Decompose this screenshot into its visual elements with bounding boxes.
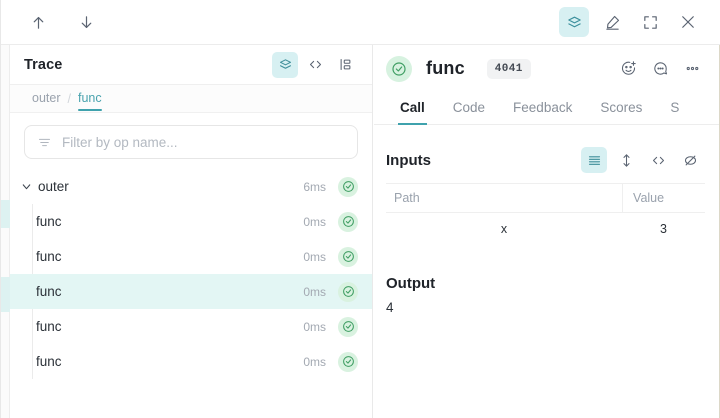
gutter-selection-marker xyxy=(1,277,10,312)
status-success-icon xyxy=(338,351,358,372)
tree-row-duration: 0ms xyxy=(303,354,326,369)
list-view-icon[interactable] xyxy=(581,147,607,173)
code-icon[interactable] xyxy=(302,52,328,78)
inputs-section-header: Inputs xyxy=(374,125,719,183)
tree-row-label: func xyxy=(36,319,62,334)
inputs-view-mode-group xyxy=(581,147,703,173)
table-row[interactable]: func 0ms xyxy=(10,204,372,239)
status-success-icon xyxy=(338,176,358,197)
table-header: Path Value xyxy=(386,183,705,213)
table-row[interactable]: func 0ms xyxy=(10,274,372,309)
page-title: func xyxy=(426,58,465,78)
detail-tabs: Call Code Feedback Scores S xyxy=(374,92,719,125)
trace-panel-header: Trace xyxy=(10,45,372,85)
toolbar-nav-group xyxy=(1,7,101,37)
inputs-title: Inputs xyxy=(386,151,431,169)
toolbar-action-group xyxy=(559,7,720,37)
table-row[interactable]: func 0ms xyxy=(10,239,372,274)
inputs-table: Path Value x 3 xyxy=(386,183,705,245)
tree-row-label: func xyxy=(36,354,62,369)
tree-row-label: func xyxy=(36,284,62,299)
more-options-icon[interactable] xyxy=(681,58,703,80)
tab-scores[interactable]: Scores xyxy=(600,100,643,115)
tree-row-duration: 0ms xyxy=(303,214,326,229)
output-title: Output xyxy=(386,275,436,292)
status-success-icon xyxy=(338,246,358,267)
filter-container xyxy=(10,113,372,169)
code-icon[interactable] xyxy=(645,147,671,173)
close-icon[interactable] xyxy=(673,7,703,37)
left-rail-gutter xyxy=(1,45,10,418)
arrow-up-icon[interactable] xyxy=(23,7,53,37)
breadcrumb-item-func[interactable]: func xyxy=(77,90,102,111)
table-row[interactable]: outer 6ms xyxy=(10,169,372,204)
status-success-icon xyxy=(338,281,358,302)
breadcrumb: outer / func xyxy=(10,85,372,113)
tree-row-duration: 0ms xyxy=(303,319,326,334)
detail-header: func 4041 xyxy=(374,45,719,92)
panel-title: Trace xyxy=(24,56,63,73)
status-success-icon xyxy=(386,55,412,82)
search-input[interactable] xyxy=(62,134,345,150)
filter-icon xyxy=(37,135,52,150)
tab-summary[interactable]: S xyxy=(670,100,680,115)
filter-box[interactable] xyxy=(24,125,358,159)
add-reaction-icon[interactable] xyxy=(617,58,639,80)
trace-view-mode-group xyxy=(272,51,358,78)
tree-row-duration: 0ms xyxy=(303,284,326,299)
call-detail-panel: func 4041 Call Code Feedback Scores S xyxy=(374,45,719,418)
arrow-down-icon[interactable] xyxy=(71,7,101,37)
breadcrumb-separator: / xyxy=(67,91,71,106)
highlighter-pen-icon[interactable] xyxy=(597,7,627,37)
status-success-icon xyxy=(338,211,358,232)
gutter-highlight-marker xyxy=(1,200,10,228)
tab-call[interactable]: Call xyxy=(386,100,439,125)
trace-tree: outer 6ms func 0ms func 0ms xyxy=(10,169,372,379)
top-toolbar xyxy=(1,0,720,45)
chevron-down-icon[interactable] xyxy=(18,180,34,193)
tree-row-label: func xyxy=(36,214,62,229)
column-header-path: Path xyxy=(394,191,420,205)
fullscreen-icon[interactable] xyxy=(635,7,665,37)
output-value: 4 xyxy=(386,300,394,315)
hide-icon[interactable] xyxy=(677,147,703,173)
table-row[interactable]: func 0ms xyxy=(10,309,372,344)
cell-value: 3 xyxy=(660,222,667,236)
tree-row-duration: 6ms xyxy=(303,179,326,194)
tab-feedback[interactable]: Feedback xyxy=(513,100,573,115)
detail-action-group xyxy=(617,58,703,80)
cell-path: x xyxy=(500,222,508,236)
tree-row-duration: 0ms xyxy=(303,249,326,264)
expand-rows-icon[interactable] xyxy=(613,147,639,173)
layers-icon[interactable] xyxy=(272,51,298,78)
status-success-icon xyxy=(338,316,358,337)
layers-icon[interactable] xyxy=(559,7,589,37)
table-row[interactable]: func 0ms xyxy=(10,344,372,379)
flowchart-icon[interactable] xyxy=(332,52,358,78)
status-badge: 4041 xyxy=(486,58,531,79)
tree-row-label: outer xyxy=(38,179,69,194)
tab-code[interactable]: Code xyxy=(452,100,486,115)
table-row[interactable]: x 3 xyxy=(386,213,705,245)
tree-row-label: func xyxy=(36,249,62,264)
column-header-value: Value xyxy=(622,183,705,213)
comment-icon[interactable] xyxy=(649,58,671,80)
breadcrumb-item-outer[interactable]: outer xyxy=(32,90,61,105)
trace-panel: Trace outer / func xyxy=(10,45,373,418)
